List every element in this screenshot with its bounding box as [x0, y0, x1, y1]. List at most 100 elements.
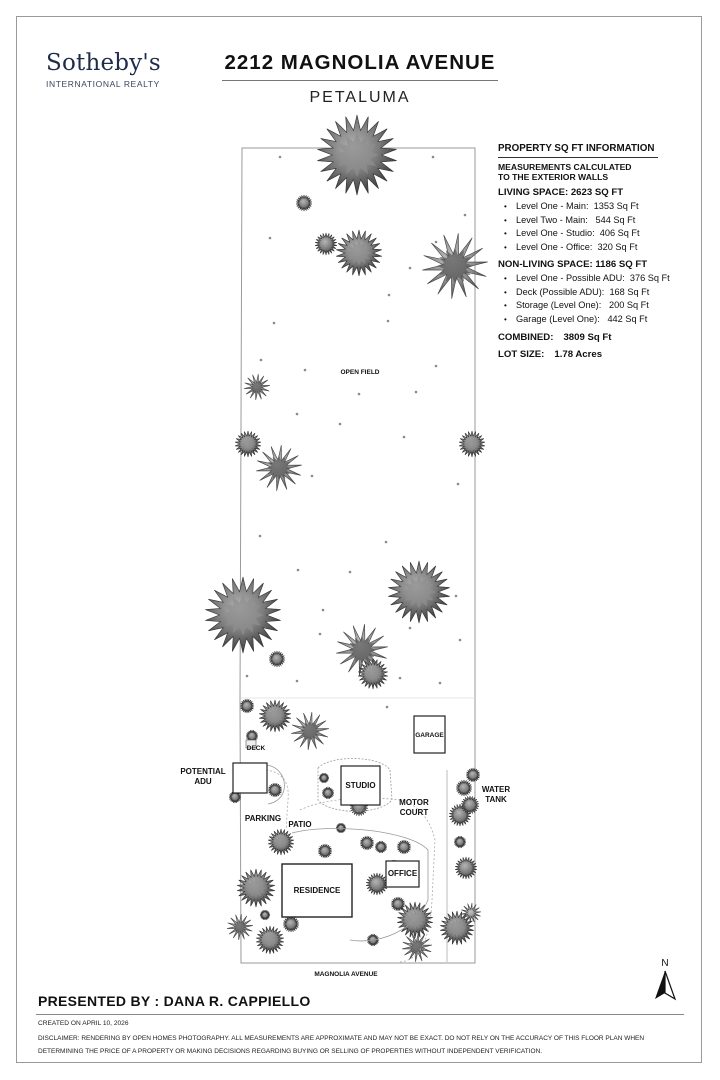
list-item: •Level One - Main: 1353 Sq Ft	[504, 201, 639, 211]
trees	[205, 114, 488, 962]
tree-canopy-detail	[222, 594, 264, 636]
tree-icon	[454, 856, 478, 880]
presented-by: PRESENTED BY : DANA R. CAPPIELLO	[38, 993, 311, 1009]
list-item: •Level One - Studio: 406 Sq Ft	[504, 228, 640, 238]
north-arrow: N	[650, 958, 680, 1006]
north-letter: N	[661, 958, 669, 969]
adu-building	[232, 762, 268, 794]
garage-building	[413, 715, 446, 754]
tree-canopy-detail	[232, 919, 248, 935]
tree-canopy-detail	[245, 877, 267, 899]
tree-canopy-detail	[240, 436, 256, 452]
tree-icon	[317, 843, 333, 859]
item-label: Level One - Office:	[516, 241, 593, 252]
field-dot	[338, 422, 342, 426]
combined-label: COMBINED:	[498, 332, 554, 343]
tree-canopy-detail	[266, 455, 292, 481]
combined-value: 3809 Sq Ft	[563, 332, 612, 343]
field-dot	[295, 679, 299, 683]
list-item: •Garage (Level One): 442 Sq Ft	[504, 313, 648, 324]
brand-subtitle: INTERNATIONAL REALTY	[46, 79, 160, 89]
list-item: •Level Two - Main: 544 Sq Ft	[504, 214, 636, 225]
north-arrow-icon	[655, 970, 677, 1001]
sqft-info-panel: PROPERTY SQ FT INFORMATION MEASUREMENTS …	[498, 143, 698, 360]
field-dot	[408, 626, 412, 630]
field-dot	[310, 474, 314, 478]
brand-logo: Sotheby's INTERNATIONAL REALTY	[46, 50, 176, 89]
footer-divider	[36, 1014, 684, 1015]
item-label: Storage (Level One):	[516, 300, 602, 310]
tree-icon	[267, 782, 283, 798]
field-dot	[272, 321, 276, 325]
label-garage: GARAGE	[415, 732, 444, 739]
tree-canopy-detail	[408, 938, 426, 956]
label-open-field: OPEN FIELD	[340, 369, 380, 376]
field-dot	[458, 638, 462, 642]
office-building	[385, 860, 420, 888]
field-dot	[245, 674, 249, 678]
title-block: 2212 MAGNOLIA AVENUE PETALUMA	[222, 50, 498, 107]
tree-icon	[295, 194, 313, 212]
field-dot	[357, 392, 361, 396]
field-dot	[387, 293, 391, 297]
tree-icon	[259, 909, 271, 921]
garden-path	[299, 797, 436, 963]
tree-canopy-detail	[273, 834, 289, 850]
tree-icon	[282, 915, 300, 933]
sqft-subheading-2: TO THE EXTERIOR WALLS	[498, 172, 609, 182]
residence-building	[281, 863, 353, 918]
label-residence: RESIDENCE	[293, 886, 341, 895]
list-item: •Level One - Office: 320 Sq Ft	[504, 241, 638, 252]
brand-name: Sotheby's	[46, 50, 161, 76]
field-dot	[414, 390, 418, 394]
item-value: 168 Sq Ft	[609, 286, 650, 297]
list-item: •Storage (Level One): 200 Sq Ft	[504, 300, 649, 310]
field-dot	[385, 705, 389, 709]
label-potential-adu-line2: ADU	[194, 776, 212, 786]
tree-icon	[321, 786, 335, 800]
label-patio: PATIO	[288, 820, 312, 829]
non-living-space-label: NON-LIVING SPACE: 1186 SQ FT	[498, 259, 648, 270]
list-item: •Level One - Possible ADU: 376 Sq Ft	[504, 273, 670, 283]
tree-canopy-detail	[401, 575, 437, 609]
field-dot	[259, 358, 263, 362]
sqft-subheading-1: MEASUREMENTS CALCULATED	[498, 162, 632, 172]
item-value: 544 Sq Ft	[595, 214, 636, 225]
label-motor-court-line1: MOTOR	[399, 798, 429, 807]
label-potential-adu-line1: POTENTIAL	[180, 767, 226, 776]
field-dot	[408, 266, 412, 270]
item-label: Deck (Possible ADU):	[516, 286, 605, 297]
combined-line: COMBINED: 3809 Sq Ft	[498, 332, 698, 343]
field-dot	[278, 155, 282, 159]
label-motor-court-line2: COURT	[399, 807, 429, 817]
tree-icon	[396, 839, 412, 855]
property-city: PETALUMA	[309, 89, 411, 106]
field-dot	[398, 676, 402, 680]
field-dot	[454, 594, 458, 598]
label-water-tank: WATER TANK	[476, 785, 516, 804]
tree-icon	[390, 896, 406, 912]
field-dot	[296, 568, 300, 572]
field-dot	[348, 570, 352, 574]
lot-size-label: LOT SIZE:	[498, 349, 545, 360]
tree-icon	[314, 232, 338, 256]
tree-canopy-detail	[436, 247, 474, 285]
tree-icon	[318, 772, 330, 784]
tree-icon	[239, 698, 255, 714]
tree-icon	[335, 822, 347, 834]
field-dots	[245, 155, 467, 709]
label-motor-court: MOTOR COURT	[392, 798, 436, 817]
field-dot	[295, 412, 299, 416]
item-label: Level One - Main:	[516, 201, 589, 211]
field-dot	[434, 364, 438, 368]
title-divider	[222, 80, 498, 81]
tree-canopy-detail	[464, 436, 480, 452]
tree-canopy-detail	[266, 707, 284, 725]
tree-canopy-detail	[364, 665, 382, 683]
non-living-space-list: •Level One - Possible ADU: 376 Sq Ft •De…	[498, 272, 698, 326]
created-date: CREATED ON APRIL 10, 2026	[38, 1020, 129, 1027]
label-office: OFFICE	[387, 869, 418, 878]
tree-canopy-detail	[335, 133, 379, 177]
label-studio: STUDIO	[345, 781, 376, 790]
